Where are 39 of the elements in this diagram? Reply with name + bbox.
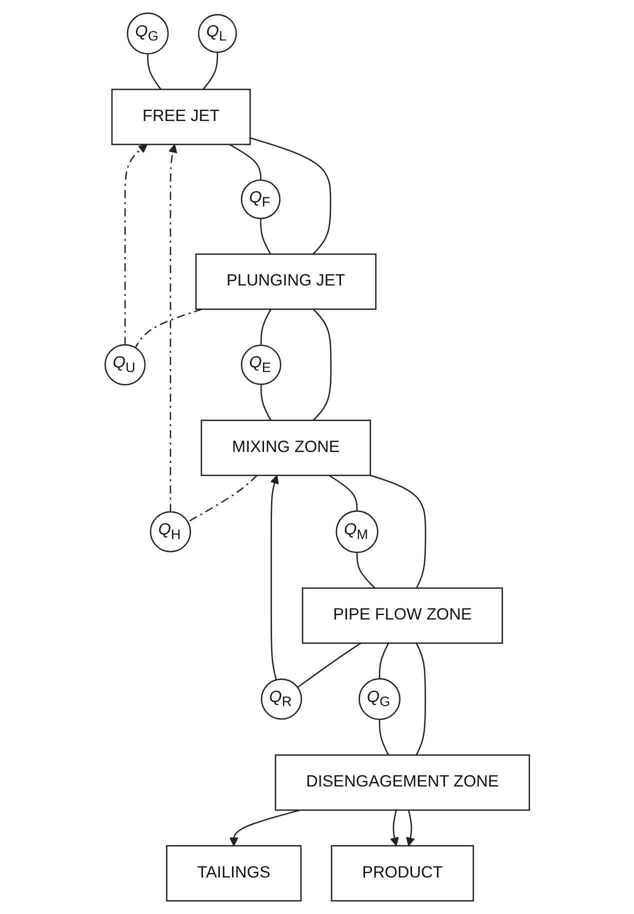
connector (378, 719, 389, 756)
connector (296, 642, 361, 688)
node-circle: Q$_{M}$ (335, 510, 378, 554)
node-box: PIPE FLOW ZONE (302, 587, 503, 644)
node-box: MIXING ZONE (200, 420, 371, 476)
arrow (168, 144, 177, 512)
connector (378, 642, 389, 679)
connector (356, 552, 376, 589)
node-circle: Q$_{G}$ (358, 678, 400, 720)
connector (228, 144, 262, 180)
arrow (270, 475, 279, 680)
connector (328, 474, 358, 512)
node-box: FREE JET (111, 88, 251, 146)
arrow (390, 810, 399, 846)
arrow (229, 809, 300, 846)
node-circle: Q$_{G}$ (126, 12, 168, 54)
connector (134, 308, 202, 348)
node-box: DISENGAGEMENT ZONE (274, 754, 530, 811)
connector (260, 308, 272, 346)
node-circle: Q$_{U}$ (104, 344, 146, 386)
node-circle: Q$_{F}$ (240, 179, 280, 220)
connector (370, 474, 426, 588)
connector (260, 218, 271, 254)
connector (146, 54, 162, 90)
node-box: PRODUCT (330, 845, 474, 902)
connector (202, 52, 218, 90)
arrow (124, 144, 148, 345)
node-box: PLUNGING JET (195, 253, 376, 310)
connector (312, 308, 332, 421)
node-circle: Q$_{H}$ (150, 511, 191, 552)
connector (250, 137, 331, 255)
node-circle: Q$_{E}$ (240, 344, 282, 385)
arrow (406, 810, 415, 846)
connector (415, 642, 426, 756)
connector (187, 474, 258, 523)
node-circle: Q$_{R}$ (260, 678, 302, 720)
connector (260, 384, 272, 421)
node-circle: Q$_{L}$ (198, 14, 237, 53)
node-box: TAILINGS (166, 845, 302, 902)
